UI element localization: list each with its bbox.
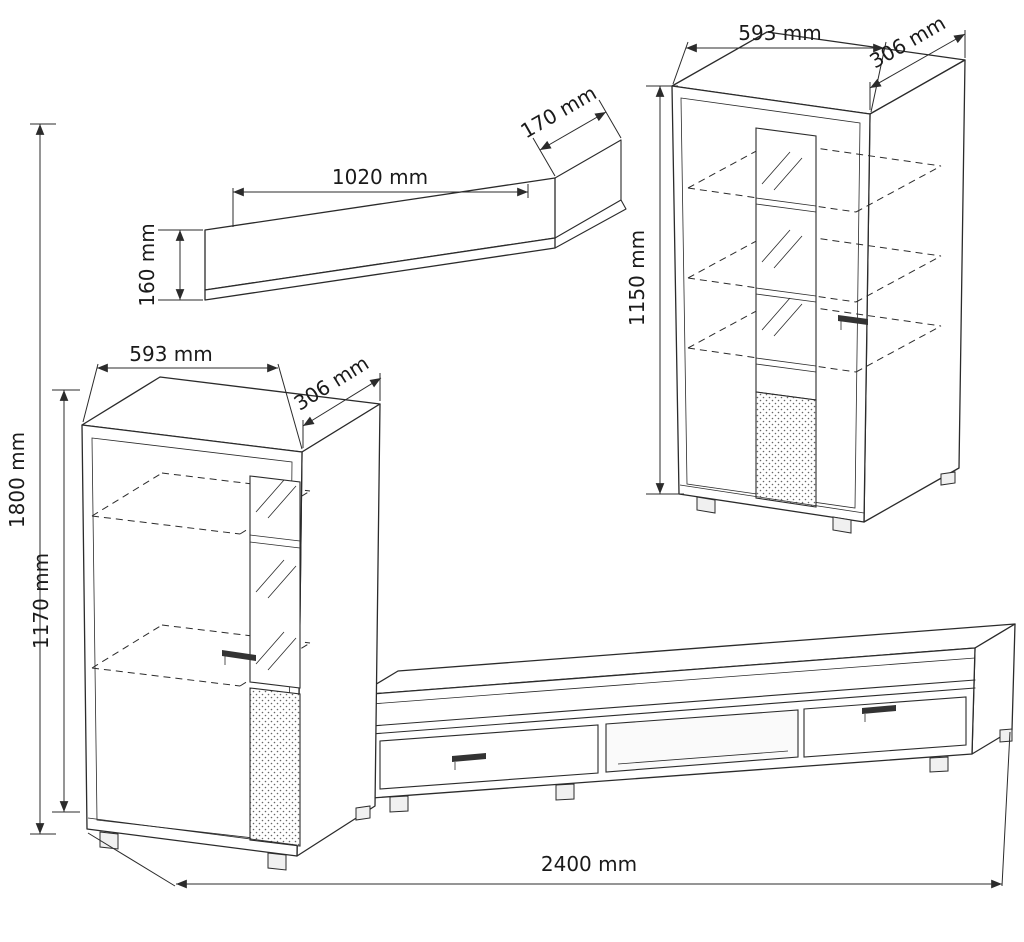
dimension-shelf-width: 1020 mm xyxy=(232,165,529,227)
left-cabinet-handle xyxy=(222,650,256,661)
shelf-depth-extension-lines xyxy=(532,99,622,177)
shelf-height-label: 160 mm xyxy=(135,223,159,307)
right-cabinet-plinth-line xyxy=(679,484,865,514)
right-drawer-handle xyxy=(862,705,896,714)
glass-reflection-3 xyxy=(255,631,297,671)
tv-stand-right-drawer xyxy=(803,696,967,758)
right-cabinet-foot-right xyxy=(832,516,852,534)
left-cabinet-textured-panel xyxy=(249,687,301,847)
left-cabinet-glass-shelves xyxy=(91,472,311,687)
glass-reflection-2 xyxy=(255,559,297,599)
right-cabinet-width-label: 593 mm xyxy=(738,21,822,45)
overall-height-extension-lines xyxy=(30,123,56,835)
glass-reflection-2 xyxy=(761,229,803,269)
right-cabinet-foot-left xyxy=(696,496,716,514)
tv-stand-open-compartment xyxy=(605,709,799,773)
left-cabinet-depth-dim-line xyxy=(302,377,382,427)
left-cabinet-width-label: 593 mm xyxy=(129,342,213,366)
dimension-shelf-depth: 170 mm xyxy=(516,81,622,177)
tv-stand-foot-middle xyxy=(555,783,575,801)
left-cabinet-glass-reflections xyxy=(255,479,297,671)
shelf-width-label: 1020 mm xyxy=(332,165,428,189)
right-cabinet-foot-back xyxy=(940,471,956,486)
overall-height-label: 1800 mm xyxy=(5,432,29,528)
left-cabinet-plinth-line xyxy=(87,817,298,846)
shelf-board-depth-edge xyxy=(554,199,627,249)
right-cabinet-door-outline xyxy=(680,97,861,509)
dimension-right-cabinet-height: 1150 mm xyxy=(625,85,684,495)
overall-width-extension-lines xyxy=(87,731,1011,887)
right-cabinet xyxy=(671,31,966,534)
overall-width-label: 2400 mm xyxy=(541,852,637,876)
wall-shelf xyxy=(204,139,627,301)
right-cabinet-strip-shelf-lines xyxy=(755,197,817,373)
wall-shelf-right-end xyxy=(554,139,627,249)
glass-shelf-dashed-1 xyxy=(91,472,311,535)
shelf-depth-dim-line xyxy=(539,111,607,151)
dimension-left-cabinet-height: 1170 mm xyxy=(29,389,80,813)
left-cabinet-glass-strip xyxy=(249,475,301,689)
glass-shelf-dashed-2 xyxy=(91,624,311,687)
left-cabinet-front-face xyxy=(81,424,303,857)
right-cabinet-handle xyxy=(838,315,868,325)
dimension-overall-width: 2400 mm xyxy=(87,731,1011,889)
shelf-top-depth-edge xyxy=(554,139,622,179)
tv-stand xyxy=(357,623,1016,813)
left-cabinet-foot-right xyxy=(267,852,287,871)
glass-reflection-1 xyxy=(761,151,803,191)
left-cabinet-strip-shelf-lines xyxy=(249,534,301,549)
left-cabinet-width-extension-lines xyxy=(82,363,303,450)
tv-stand-foot-left xyxy=(389,795,409,813)
left-cabinet-foot-left xyxy=(99,831,119,850)
shelf-depth-label: 170 mm xyxy=(516,81,600,144)
open-compartment-inner-line xyxy=(617,750,789,765)
left-drawer-handle xyxy=(452,753,486,762)
left-cabinet xyxy=(81,376,381,871)
left-cabinet-side-face xyxy=(296,403,381,857)
tv-stand-foot-right xyxy=(929,756,949,773)
right-cabinet-textured-panel xyxy=(755,391,817,508)
tv-stand-top-board-edge xyxy=(357,657,976,706)
left-cabinet-foot-back xyxy=(355,805,371,821)
dimension-shelf-height: 160 mm xyxy=(135,223,203,307)
tv-stand-shelf-edge-bottom xyxy=(357,687,976,736)
glass-reflection-1 xyxy=(255,479,297,519)
left-cabinet-height-label: 1170 mm xyxy=(29,553,53,649)
tv-stand-left-drawer xyxy=(379,724,599,790)
dimension-left-cabinet-width: 593 mm xyxy=(82,342,303,450)
right-cabinet-glass-reflections xyxy=(761,151,803,337)
right-cabinet-height-label: 1150 mm xyxy=(625,230,649,326)
right-cabinet-depth-dim-line xyxy=(869,33,966,89)
right-cabinet-side-face xyxy=(863,59,966,523)
left-cabinet-height-extension-lines xyxy=(52,389,80,813)
tv-stand-shelf-edge-top xyxy=(357,679,976,728)
dimension-overall-height: 1800 mm xyxy=(5,123,56,835)
shelf-bottom-depth-edge xyxy=(554,199,622,239)
glass-reflection-3 xyxy=(761,297,803,337)
tv-stand-foot-back xyxy=(999,728,1013,743)
